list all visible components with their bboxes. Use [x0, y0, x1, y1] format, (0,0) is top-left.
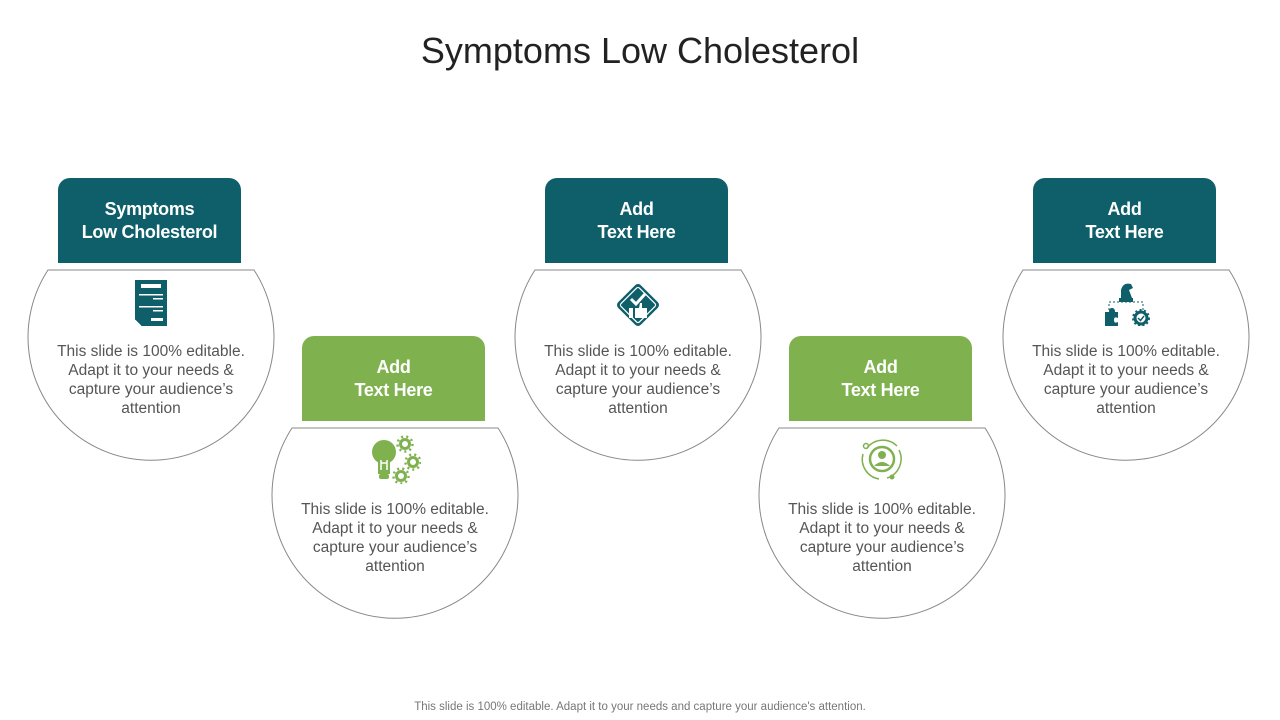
- circle-outline: [758, 427, 1006, 619]
- circle-outline: [514, 269, 762, 461]
- user-cycle-icon: [852, 434, 912, 484]
- footer-note: This slide is 100% editable. Adapt it to…: [414, 701, 866, 713]
- lightbulb-gears-icon: [365, 434, 425, 484]
- circle-outline: [27, 269, 275, 461]
- card-description: This slide is 100% editable. Adapt it to…: [788, 501, 976, 575]
- circle-outline: [271, 427, 519, 619]
- card-description: This slide is 100% editable. Adapt it to…: [301, 501, 489, 575]
- card-description: This slide is 100% editable. Adapt it to…: [1032, 343, 1220, 417]
- approval-thumbs-up-icon: [608, 280, 668, 330]
- circle-outline: [1002, 269, 1250, 461]
- strategy-chess-icon: [1096, 278, 1156, 328]
- slide-title: Symptoms Low Cholesterol: [420, 30, 860, 71]
- document-icon: [121, 278, 181, 328]
- card-description: This slide is 100% editable. Adapt it to…: [544, 343, 732, 417]
- card-description: This slide is 100% editable. Adapt it to…: [57, 343, 245, 417]
